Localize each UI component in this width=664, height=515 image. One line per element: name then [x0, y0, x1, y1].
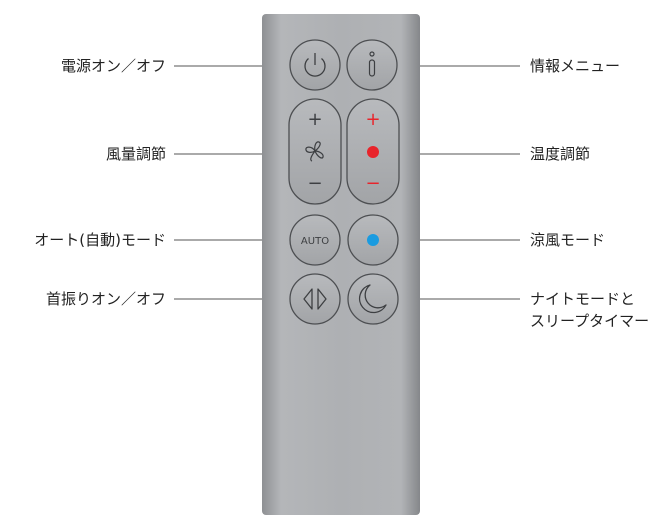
- label-night-mode-line1: ナイトモードと: [530, 290, 636, 308]
- blue-dot-icon: [367, 234, 379, 246]
- info-icon: [368, 51, 376, 77]
- crescent-moon-icon: [358, 284, 387, 314]
- fan-speed-pill: [288, 98, 342, 205]
- power-icon: [304, 53, 326, 77]
- cool-mode-button[interactable]: [347, 214, 399, 266]
- oscillation-button[interactable]: [289, 273, 341, 325]
- remote-body: [262, 14, 420, 515]
- oscillation-arrows-icon: [303, 288, 327, 310]
- label-power: 電源オン／オフ: [60, 57, 166, 75]
- auto-button-label: AUTO: [301, 236, 329, 247]
- label-night-mode-line2: スリープタイマー: [530, 312, 650, 330]
- label-cool-mode: 涼風モード: [530, 231, 606, 249]
- night-mode-button[interactable]: [347, 273, 399, 325]
- label-oscillation: 首振りオン／オフ: [45, 290, 166, 308]
- fan-plus-symbol: +: [307, 109, 322, 130]
- label-night-mode: ナイトモードと スリープタイマー: [530, 288, 649, 332]
- label-temperature: 温度調節: [530, 145, 591, 163]
- temp-minus-symbol: −: [365, 173, 380, 194]
- power-button[interactable]: [289, 39, 341, 91]
- info-button[interactable]: [346, 39, 398, 91]
- label-auto-mode: オート(自動)モード: [34, 231, 166, 249]
- fan-minus-symbol: −: [307, 173, 322, 194]
- label-info-menu: 情報メニュー: [530, 57, 621, 75]
- fan-icon: [305, 141, 324, 162]
- temperature-pill: [346, 98, 400, 205]
- label-fan-speed: 風量調節: [105, 145, 166, 163]
- red-dot-icon: [367, 146, 379, 158]
- temp-plus-symbol: +: [365, 109, 380, 130]
- leader-lines: [174, 65, 520, 300]
- auto-button[interactable]: [289, 214, 341, 266]
